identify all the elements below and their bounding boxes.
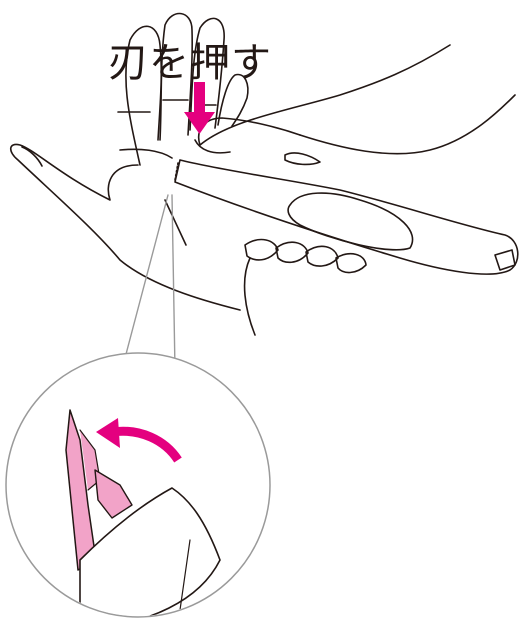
instruction-caption: 刃を押す [108,30,272,88]
hand-holding-tool [195,45,515,335]
callout-lines [125,195,175,370]
cutter-tool [175,153,518,274]
magnified-detail [6,353,270,619]
